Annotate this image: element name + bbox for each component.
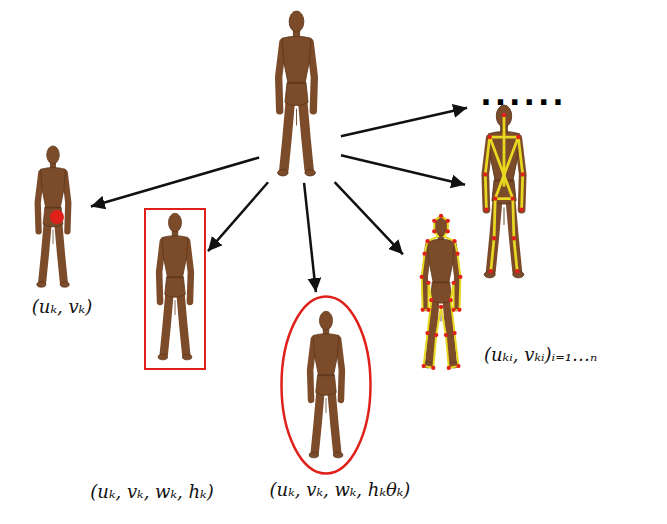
bone	[495, 137, 518, 199]
contour-figure: (uₖᵢ, vₖᵢ)ᵢ₌₁…ₙ	[405, 212, 477, 377]
arrow-connector	[304, 183, 316, 292]
source-mannequin	[278, 11, 316, 176]
bounding-ellipse-figure: (uₖ, vₖ, wₖ, hₖθₖ)	[280, 295, 372, 475]
joint	[512, 236, 516, 240]
contour-point	[456, 364, 460, 368]
bone	[513, 199, 517, 272]
skeleton-bones	[485, 115, 522, 271]
contour-point	[449, 298, 453, 302]
joint	[511, 196, 515, 200]
joint	[489, 269, 493, 273]
contour-point	[421, 364, 425, 368]
arrow-connector	[341, 155, 465, 184]
coordinate-label: (uₖ, vₖ, wₖ, hₖ)	[90, 481, 213, 503]
arrow-connector	[335, 182, 403, 254]
bone	[503, 115, 506, 135]
skeleton-joints	[483, 113, 525, 274]
centroid-dot	[50, 210, 64, 224]
contour-point	[421, 308, 425, 312]
contour-point	[426, 308, 430, 312]
contour-point	[425, 331, 429, 335]
contour-point	[422, 252, 426, 256]
joint	[519, 207, 523, 211]
contour-point	[458, 275, 462, 279]
joint	[515, 269, 519, 273]
contour-point	[447, 366, 451, 370]
bounding-box-figure: (uₖ, vₖ, wₖ, hₖ)	[144, 208, 206, 370]
contour-point	[446, 229, 450, 233]
bone	[495, 197, 513, 200]
arrow-connector	[208, 182, 268, 251]
coordinate-label: (uₖ, vₖ, wₖ, hₖθₖ)	[270, 479, 411, 501]
contour-point	[434, 333, 438, 337]
mannequin	[484, 105, 524, 278]
contour-point	[432, 229, 436, 233]
joint	[488, 135, 492, 139]
contour-point	[420, 275, 424, 279]
centroid-figure: (uₖ, vₖ)	[18, 145, 88, 290]
ellipsis-text: ......	[474, 80, 572, 110]
contour-point	[451, 308, 455, 312]
skeleton-overlay	[483, 113, 525, 274]
bone	[491, 199, 495, 272]
contour-points	[420, 214, 463, 370]
arrow-connector	[91, 158, 259, 207]
contour-point	[451, 281, 455, 285]
contour-point	[429, 298, 433, 302]
contour-point	[452, 331, 456, 335]
contour-point	[425, 239, 429, 243]
ellipse-outline	[280, 295, 372, 475]
joint	[492, 236, 496, 240]
ellipsis-mark: ......	[470, 76, 577, 114]
joint	[521, 172, 525, 176]
joint	[493, 196, 497, 200]
joint	[484, 207, 488, 211]
joint	[502, 113, 506, 117]
contour-point	[452, 239, 456, 243]
mannequin	[309, 311, 343, 458]
contour-line	[422, 216, 461, 368]
bone	[490, 137, 513, 199]
joint	[483, 172, 487, 176]
source-figure	[262, 8, 338, 180]
joint	[516, 135, 520, 139]
contour-point	[439, 305, 443, 309]
contour-point	[446, 219, 450, 223]
bounding-ellipse	[282, 297, 371, 474]
contour-point	[455, 252, 459, 256]
contour-point	[457, 308, 461, 312]
contour-point	[431, 366, 435, 370]
contour-point	[432, 219, 436, 223]
mannequin	[37, 146, 69, 287]
coordinate-label: (uₖᵢ, vₖᵢ)ᵢ₌₁…ₙ	[484, 344, 597, 366]
contour-point	[444, 333, 448, 337]
contour-overlay	[420, 214, 463, 370]
mannequin	[158, 213, 192, 360]
arrow-connector	[341, 108, 467, 137]
contour-point	[426, 281, 430, 285]
coordinate-label: (uₖ, vₖ)	[32, 296, 92, 318]
skeleton-figure	[468, 102, 540, 286]
contour-point	[439, 214, 443, 218]
